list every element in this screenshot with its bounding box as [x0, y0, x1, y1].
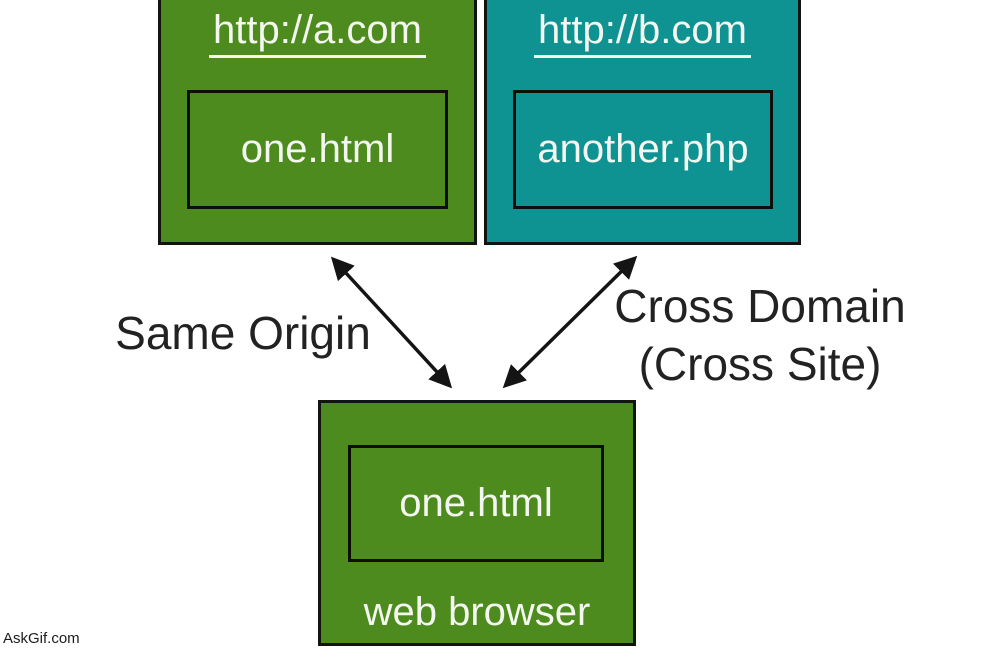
site-b-file-label: another.php [537, 127, 749, 171]
site-b-title: http://b.com [487, 8, 798, 58]
site-b-box: http://b.com another.php [484, 0, 801, 245]
site-a-title: http://a.com [161, 8, 474, 58]
watermark-text: AskGif.com [3, 630, 80, 647]
cross-domain-text-line2: (Cross Site) [638, 337, 882, 390]
same-origin-arrow [330, 256, 453, 389]
cross-domain-text-line1: Cross Domain [614, 280, 906, 332]
cross-domain-label: Cross Domain (Cross Site) [592, 278, 928, 393]
site-a-url: http://a.com [209, 8, 426, 58]
site-a-box: http://a.com one.html [158, 0, 477, 245]
web-browser-box: one.html web browser [318, 400, 636, 646]
same-origin-label: Same Origin [98, 305, 388, 363]
site-a-file-label: one.html [240, 127, 395, 171]
site-b-file-box: another.php [513, 90, 773, 209]
site-a-file-box: one.html [187, 90, 448, 209]
browser-file-box: one.html [348, 445, 604, 562]
cross-domain-arrow [502, 255, 638, 389]
site-b-url: http://b.com [534, 8, 751, 58]
browser-file-label: one.html [399, 481, 553, 525]
web-browser-label: web browser [363, 590, 591, 634]
same-origin-text: Same Origin [115, 307, 371, 359]
